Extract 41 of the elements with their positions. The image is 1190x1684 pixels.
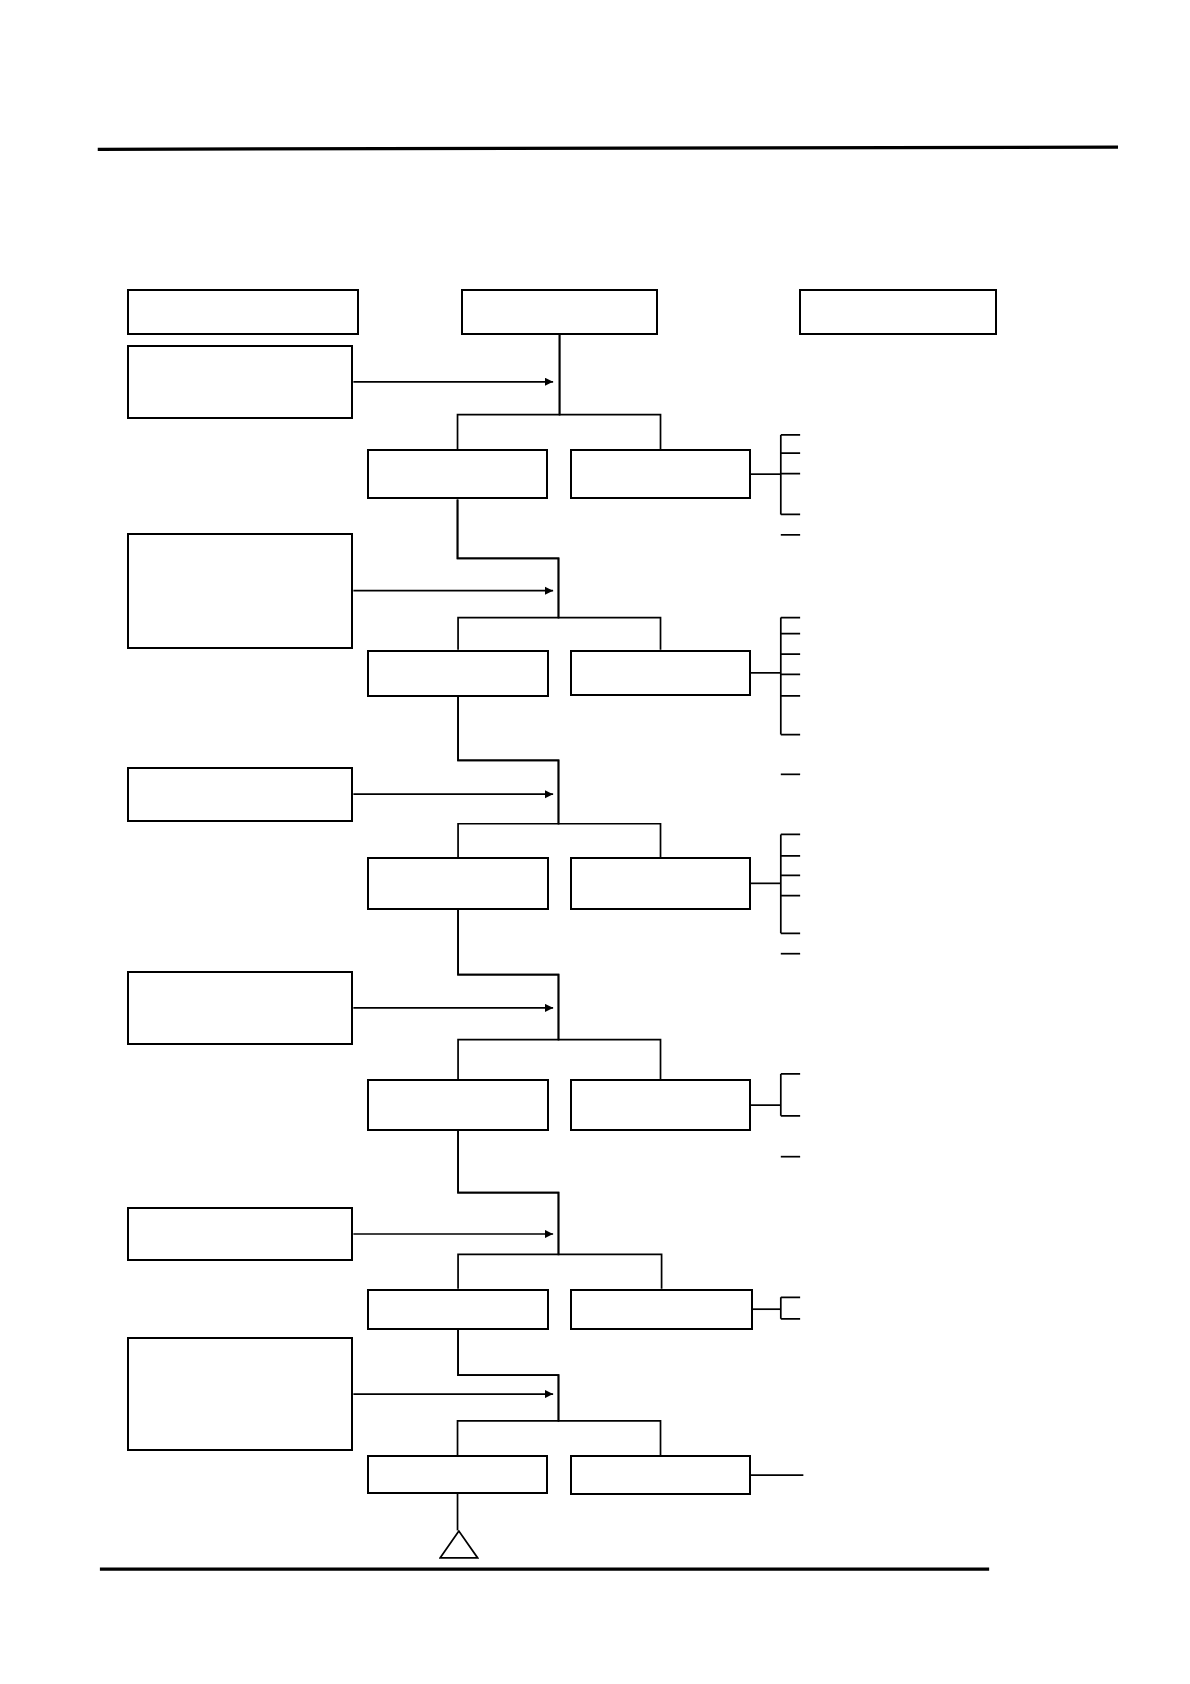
header-box — [126, 288, 359, 336]
header-box — [460, 288, 659, 336]
connector-line — [456, 1493, 459, 1532]
process-box — [570, 649, 751, 696]
process-box — [367, 1455, 548, 1494]
connector-line — [457, 1328, 662, 1457]
connector-line — [749, 672, 782, 674]
connector-line — [749, 1104, 782, 1106]
process-box — [570, 1455, 751, 1495]
arrow — [352, 586, 554, 595]
input-box — [126, 344, 354, 419]
connector-line — [456, 498, 662, 651]
process-box — [570, 1288, 753, 1330]
process-box — [367, 1079, 549, 1131]
input-box — [126, 1337, 354, 1451]
process-box — [570, 1079, 751, 1131]
connector-line — [749, 1474, 805, 1476]
header-box — [799, 288, 997, 336]
process-box — [367, 649, 549, 697]
triangle-symbol — [439, 1530, 479, 1560]
process-box — [570, 857, 751, 910]
connector-line — [457, 908, 662, 1081]
connector-line — [558, 334, 662, 450]
input-box — [126, 970, 354, 1045]
arrow — [352, 789, 554, 799]
input-box — [126, 766, 354, 822]
input-box — [126, 1207, 354, 1261]
arrow — [352, 377, 554, 387]
arrow — [352, 1003, 554, 1013]
connector-line — [457, 1130, 663, 1290]
process-box — [367, 857, 549, 910]
connector-line — [749, 882, 782, 885]
arrow — [352, 1229, 554, 1239]
connector-line — [457, 696, 662, 858]
connector-line — [752, 1308, 782, 1311]
input-box — [126, 532, 354, 649]
process-box — [367, 1288, 549, 1330]
process-box — [570, 448, 751, 500]
arrow — [352, 1389, 554, 1399]
process-box — [367, 448, 548, 500]
connector-line — [749, 473, 782, 476]
